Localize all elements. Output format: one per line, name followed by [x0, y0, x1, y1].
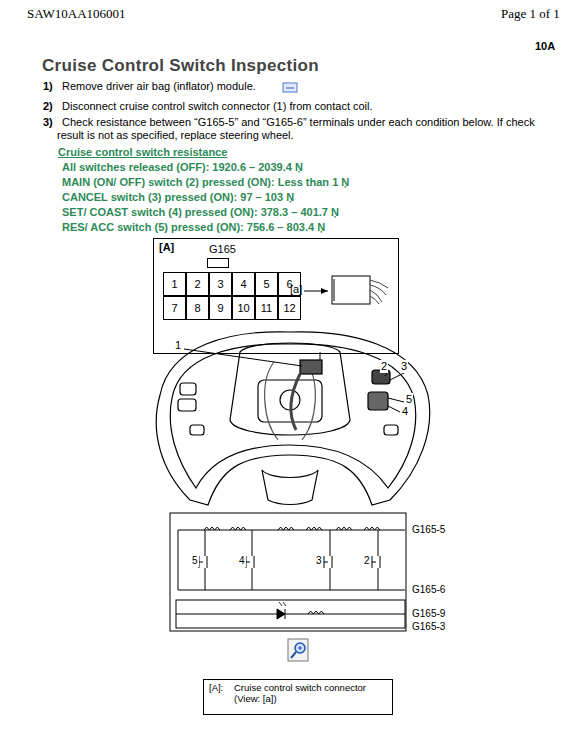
callout-number: 3	[400, 360, 408, 373]
pin-number: 11	[256, 302, 277, 315]
resistor-symbol	[308, 611, 324, 614]
pin-cell: 9	[209, 296, 232, 320]
pin-cell: 6	[278, 272, 301, 296]
pin-number: 5	[256, 278, 277, 291]
step-text: Check resistance between “G165-5” and “G…	[57, 116, 552, 141]
resistor-symbol	[306, 527, 322, 530]
pin-number: 3	[210, 278, 231, 291]
switch-number: 3	[315, 555, 323, 567]
switch-symbol	[324, 552, 332, 572]
callout-number: 1	[174, 339, 182, 352]
switch-symbol	[199, 552, 380, 572]
spec-value: CANCEL switch (3) pressed (ON): 97 – 103…	[62, 191, 294, 204]
pin-number: 12	[279, 302, 300, 315]
pin-cell: 1	[163, 272, 186, 296]
pin-cell: 4	[232, 272, 255, 296]
switch-schematic	[170, 513, 406, 631]
pin-cell: 12	[278, 296, 301, 320]
connector-latch	[207, 258, 229, 268]
connector-view-panel: [A]G165123456789101112	[153, 238, 399, 354]
connector-body: G165123456789101112	[163, 242, 303, 324]
note-text: Cruise control switch connector (View: […	[234, 683, 384, 705]
leader-lines	[184, 349, 404, 412]
pin-cell: 11	[255, 296, 278, 320]
link-icon	[283, 83, 297, 92]
pin-cell: 3	[209, 272, 232, 296]
switch-number: 2	[363, 555, 371, 567]
step-number: 3)	[43, 116, 53, 129]
terminal-name: G165-6	[411, 584, 446, 596]
note-text: [A]:	[209, 683, 223, 694]
pin-number: 9	[210, 302, 231, 315]
pin-number: 1	[164, 278, 185, 291]
pin-cell: 8	[186, 296, 209, 320]
resistor-symbol	[204, 527, 380, 614]
resistor-symbol	[278, 527, 294, 530]
spec-value: All switches released (OFF): 1920.6 – 20…	[62, 161, 303, 174]
pin-number: 8	[187, 302, 208, 315]
pin-number: 2	[187, 278, 208, 291]
resistor-symbol	[336, 527, 352, 530]
document-id: SAW10AA106001	[27, 7, 126, 22]
pin-cell: 2	[186, 272, 209, 296]
note-box: [A]: Cruise control switch connector (Vie…	[203, 679, 393, 715]
step-text: Remove driver air bag (inflator) module.	[62, 80, 256, 93]
spec-value: SET/ COAST switch (4) pressed (ON): 378.…	[62, 206, 339, 219]
callout-number: 5	[405, 393, 413, 406]
spec-value: RES/ ACC switch (5) pressed (ON): 756.6 …	[62, 221, 325, 234]
spec-value: MAIN (ON/ OFF) switch (2) pressed (ON): …	[62, 176, 349, 189]
resistor-symbol	[364, 527, 380, 530]
pin-number: 10	[233, 302, 254, 315]
step-text: Disconnect cruise control switch connect…	[62, 100, 373, 113]
switch-symbol	[246, 552, 254, 572]
page-number: Page 1 of 1	[501, 7, 560, 22]
callout-number: 2	[380, 360, 388, 373]
view-label: [A]	[159, 241, 174, 254]
terminal-name: G165-3	[411, 621, 446, 633]
pin-cell: 5	[255, 272, 278, 296]
pin-number: 4	[233, 278, 254, 291]
switch-symbol	[199, 552, 207, 572]
pin-number: 7	[164, 302, 185, 315]
connector-picture	[304, 276, 388, 304]
connector-name: G165	[209, 243, 236, 256]
switch-number: 5	[191, 555, 199, 567]
switch-symbol	[372, 552, 380, 572]
callout-number: 4	[401, 405, 409, 418]
terminal-name: G165-9	[411, 608, 446, 620]
switch-number: 4	[238, 555, 246, 567]
terminal-name: G165-5	[411, 524, 446, 536]
resistor-symbol	[204, 527, 220, 530]
pin-number: 6	[279, 278, 300, 291]
steering-wheel	[156, 332, 429, 505]
spec-heading: Cruise control switch resistance	[58, 146, 227, 159]
resistor-symbol	[230, 527, 246, 530]
page-title: Cruise Control Switch Inspection	[42, 56, 319, 76]
step-number: 2)	[43, 100, 53, 113]
pin-cell: 7	[163, 296, 186, 320]
step-number: 1)	[43, 80, 53, 93]
section-code: 10A	[535, 40, 555, 53]
pin-cell: 10	[232, 296, 255, 320]
zoom-icon	[288, 639, 308, 661]
